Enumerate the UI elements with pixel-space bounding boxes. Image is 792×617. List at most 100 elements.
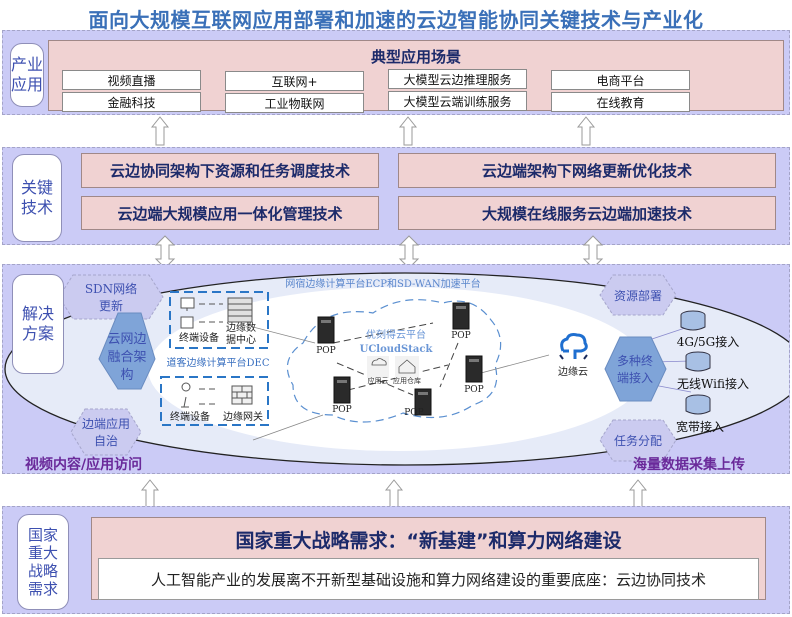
tech-label-line2: 技术 <box>20 198 53 217</box>
pop-link <box>332 322 434 344</box>
app-store-label: 应用仓库 <box>393 376 421 385</box>
edge-cloud-icon <box>559 333 588 360</box>
hex-fusion-text-1: 云网边 <box>107 332 146 347</box>
hex-access-text-2: 端接入 <box>617 370 653 385</box>
dec-bottom-box <box>160 376 269 426</box>
database-cylinder-icon <box>685 351 711 372</box>
scenario-item: 大模型云边推理服务 <box>388 69 527 89</box>
firewall-gateway-icon <box>231 385 253 405</box>
up-arrow-icon <box>398 116 418 146</box>
camera-icon <box>181 382 191 392</box>
pop-label: POP <box>464 385 484 395</box>
hex-access-text-1: 多种终 <box>617 353 653 368</box>
pop-label: POP <box>451 331 471 341</box>
microscope-icon <box>181 396 189 408</box>
strategy-label: 国家 重大 战略 需求 <box>17 514 69 610</box>
database-cylinder-icon <box>685 394 711 415</box>
dec-datacenter-label-2: 据中心 <box>226 333 256 346</box>
video-access-label: 视频内容/应用访问 <box>25 456 142 473</box>
hex-edge-app-text-1: 边端应用 <box>82 416 130 431</box>
strategy-subtitle: 人工智能产业的发展离不开新型基础设施和算力网络建设的重要底座：云边协同技术 <box>98 558 759 600</box>
access-label: 无线Wifi接入 <box>677 376 749 391</box>
tech-item: 大规模在线服务云边端加速技术 <box>398 196 776 230</box>
strategy-label-line: 需求 <box>27 580 58 598</box>
pop-link <box>336 362 414 396</box>
strategy-label-line: 战略 <box>27 562 58 580</box>
industry-band: 产业 应用 典型应用场景 视频直播 互联网+ 大模型云边推理服务 电商平台 金融… <box>2 30 790 115</box>
dec-top-terminal-label: 终端设备 <box>179 331 219 344</box>
scenario-item: 金融科技 <box>62 92 201 112</box>
pop-link <box>439 342 459 388</box>
hex-resource-deploy <box>599 274 677 316</box>
diagram-title: 面向大规模互联网应用部署和加速的云边智能协同关键技术与产业化 <box>88 8 704 32</box>
tech-item: 云边端大规模应用一体化管理技术 <box>81 196 379 230</box>
access-label: 4G/5G接入 <box>677 334 740 349</box>
pop-server: POP <box>451 302 471 341</box>
dec-top-box <box>169 291 269 349</box>
tech-item: 云边端架构下网络更新优化技术 <box>398 153 776 188</box>
connector-line <box>252 414 324 441</box>
solution-band: SDN网络 更新 云网边 融合架 构 边端应用 自治 资源部署 多种终 端接入 … <box>2 264 790 474</box>
tech-item: 云边协同架构下资源和任务调度技术 <box>81 153 379 188</box>
dec-datacenter-label-1: 边缘数 <box>226 321 256 334</box>
tech-label-line1: 关键 <box>20 178 53 197</box>
solution-diagram: SDN网络 更新 云网边 融合架 构 边端应用 自治 资源部署 多种终 端接入 … <box>4 272 789 473</box>
industry-label-line2: 应用 <box>11 75 44 94</box>
house-glyph <box>398 359 416 374</box>
hex-multi-terminal-access <box>604 336 667 402</box>
app-cloud-label: 应用云 <box>368 376 389 385</box>
typical-scenarios-title: 典型应用场景 <box>370 48 461 66</box>
hex-edge-app-autonomy <box>70 408 142 456</box>
pop-server: POP <box>464 355 484 395</box>
data-upload-label: 海量数据采集上传 <box>633 456 745 473</box>
monitor-icon <box>180 297 195 309</box>
tablet-icon <box>180 316 194 329</box>
dec-gateway-label: 边缘网关 <box>223 410 263 423</box>
pop-server: POP <box>332 376 352 415</box>
hex-fusion-text-2: 融合架 <box>107 350 146 365</box>
hex-edge-app-text-2: 自治 <box>94 434 118 448</box>
pop-label: POP <box>404 408 424 418</box>
industry-label: 产业 应用 <box>10 43 44 107</box>
ecp-cloud-outline <box>286 299 502 423</box>
up-arrow-icon <box>140 479 160 509</box>
strategy-band: 国家 重大 战略 需求 国家重大战略需求：“新基建”和算力网络建设 人工智能产业… <box>2 506 790 614</box>
pop-link <box>347 364 449 391</box>
pop-label: POP <box>316 346 336 356</box>
cloud-glyph <box>371 358 387 366</box>
scenario-item: 电商平台 <box>551 70 690 90</box>
strategy-title: 国家重大战略需求：“新基建”和算力网络建设 <box>235 530 622 552</box>
strategy-label-line: 国家 <box>27 526 58 544</box>
dec-bottom-terminal-label: 终端设备 <box>170 410 210 423</box>
database-cylinder-icon <box>680 310 706 331</box>
hex-task-assign <box>599 419 677 462</box>
connector-line <box>480 354 550 374</box>
solution-label-line2: 方案 <box>21 324 54 343</box>
server-rack-icon <box>227 297 253 323</box>
app-store-icon <box>395 356 419 378</box>
up-arrow-icon <box>576 116 596 146</box>
typical-scenarios-box: 典型应用场景 视频直播 互联网+ 大模型云边推理服务 电商平台 金融科技 工业物… <box>48 40 784 113</box>
hex-fusion-text-3: 构 <box>120 368 133 383</box>
scenario-item: 互联网+ <box>225 71 364 91</box>
hex-sdn-text-2: 更新 <box>99 298 123 313</box>
tech-label: 关键 技术 <box>12 154 62 242</box>
hex-fusion-architecture <box>98 312 156 390</box>
pop-label: POP <box>332 405 352 415</box>
solution-label-line1: 解决 <box>21 304 54 323</box>
strategy-box: 国家重大战略需求：“新基建”和算力网络建设 人工智能产业的发展离不开新型基础设施… <box>91 517 766 600</box>
edge-cloud-label: 边缘云 <box>558 365 588 378</box>
ucloud-stack: UCloudStack <box>360 344 434 355</box>
hex-task-text: 任务分配 <box>614 433 662 448</box>
ecp-platform-label: 网宿边缘计算平台ECP和SD-WAN加速平台 <box>285 277 480 290</box>
up-arrow-icon <box>150 116 170 146</box>
connector-line <box>252 326 316 344</box>
scenario-item: 工业物联网 <box>225 93 364 113</box>
tech-band: 关键 技术 云边协同架构下资源和任务调度技术 云边端架构下网络更新优化技术 云边… <box>2 147 790 245</box>
access-label: 宽带接入 <box>676 419 724 434</box>
hex-resource-text: 资源部署 <box>614 288 662 303</box>
pop-server: POP <box>316 316 336 356</box>
scenario-item: 大模型云端训练服务 <box>388 91 527 111</box>
ucloud-name: 优刻得云平台 <box>366 328 426 341</box>
scenario-item: 在线教育 <box>551 92 690 112</box>
